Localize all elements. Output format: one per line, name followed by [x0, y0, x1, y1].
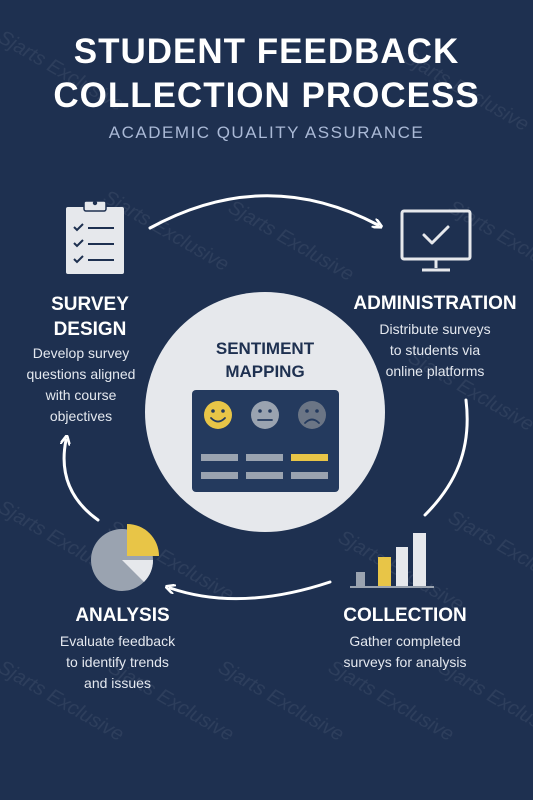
step-desc-line: with course — [45, 387, 117, 403]
neutral-face-icon — [251, 401, 279, 429]
sad-face-icon — [298, 401, 326, 429]
step-desc-line: Distribute surveys — [379, 321, 491, 337]
step-title-line: ANALYSIS — [75, 605, 170, 626]
step-title-analysis: ANALYSIS — [60, 604, 185, 628]
step-desc-analysis: Evaluate feedback to identify trends and… — [40, 631, 195, 694]
center-title-line2: MAPPING — [225, 362, 305, 381]
step-title-administration: ADMINISTRATION — [345, 292, 525, 316]
arrow-administration-to-collection — [423, 398, 469, 517]
step-desc-line: Evaluate feedback — [59, 633, 176, 649]
step-title-collection: COLLECTION — [325, 604, 485, 628]
step-desc-administration: Distribute surveys to students via onlin… — [355, 319, 515, 382]
page-subtitle: ACADEMIC QUALITY ASSURANCE — [108, 123, 425, 142]
monitor-check-icon — [400, 209, 472, 272]
step-title-line: SURVEY — [51, 294, 129, 315]
step-title-survey-design: SURVEY DESIGN — [40, 292, 140, 342]
step-title-line: COLLECTION — [343, 605, 467, 626]
step-desc-survey-design: Develop survey questions aligned with co… — [0, 343, 162, 427]
bar-chart-icon — [350, 533, 434, 588]
happy-face-icon — [204, 401, 232, 429]
step-title-line: ADMINISTRATION — [353, 293, 517, 314]
page-title-line2: COLLECTION PROCESS — [53, 76, 480, 115]
sentiment-bars — [201, 454, 328, 479]
step-desc-line: to identify trends — [66, 654, 169, 670]
step-desc-line: questions aligned — [26, 366, 136, 382]
step-desc-line: surveys for analysis — [343, 654, 467, 670]
step-desc-line: online platforms — [385, 363, 485, 379]
center-title-line1: SENTIMENT — [215, 339, 315, 358]
arrow-analysis-to-design — [64, 440, 100, 522]
arrow-collection-to-analysis — [170, 580, 332, 601]
center-title: SENTIMENT MAPPING — [175, 337, 355, 383]
page-title-line1: STUDENT FEEDBACK — [73, 32, 460, 71]
step-desc-collection: Gather completed surveys for analysis — [320, 631, 490, 673]
pie-chart-icon — [91, 524, 159, 591]
clipboard-checklist-icon — [66, 200, 124, 274]
sentiment-panel — [192, 390, 339, 492]
step-title-line: DESIGN — [53, 319, 127, 340]
arrow-design-to-administration — [148, 194, 378, 230]
page-title: STUDENT FEEDBACK COLLECTION PROCESS — [0, 30, 533, 118]
step-desc-line: to students via — [389, 342, 481, 358]
step-desc-line: Develop survey — [32, 345, 130, 361]
step-desc-line: objectives — [49, 408, 113, 424]
step-desc-line: and issues — [84, 675, 151, 691]
step-desc-line: Gather completed — [349, 633, 461, 649]
